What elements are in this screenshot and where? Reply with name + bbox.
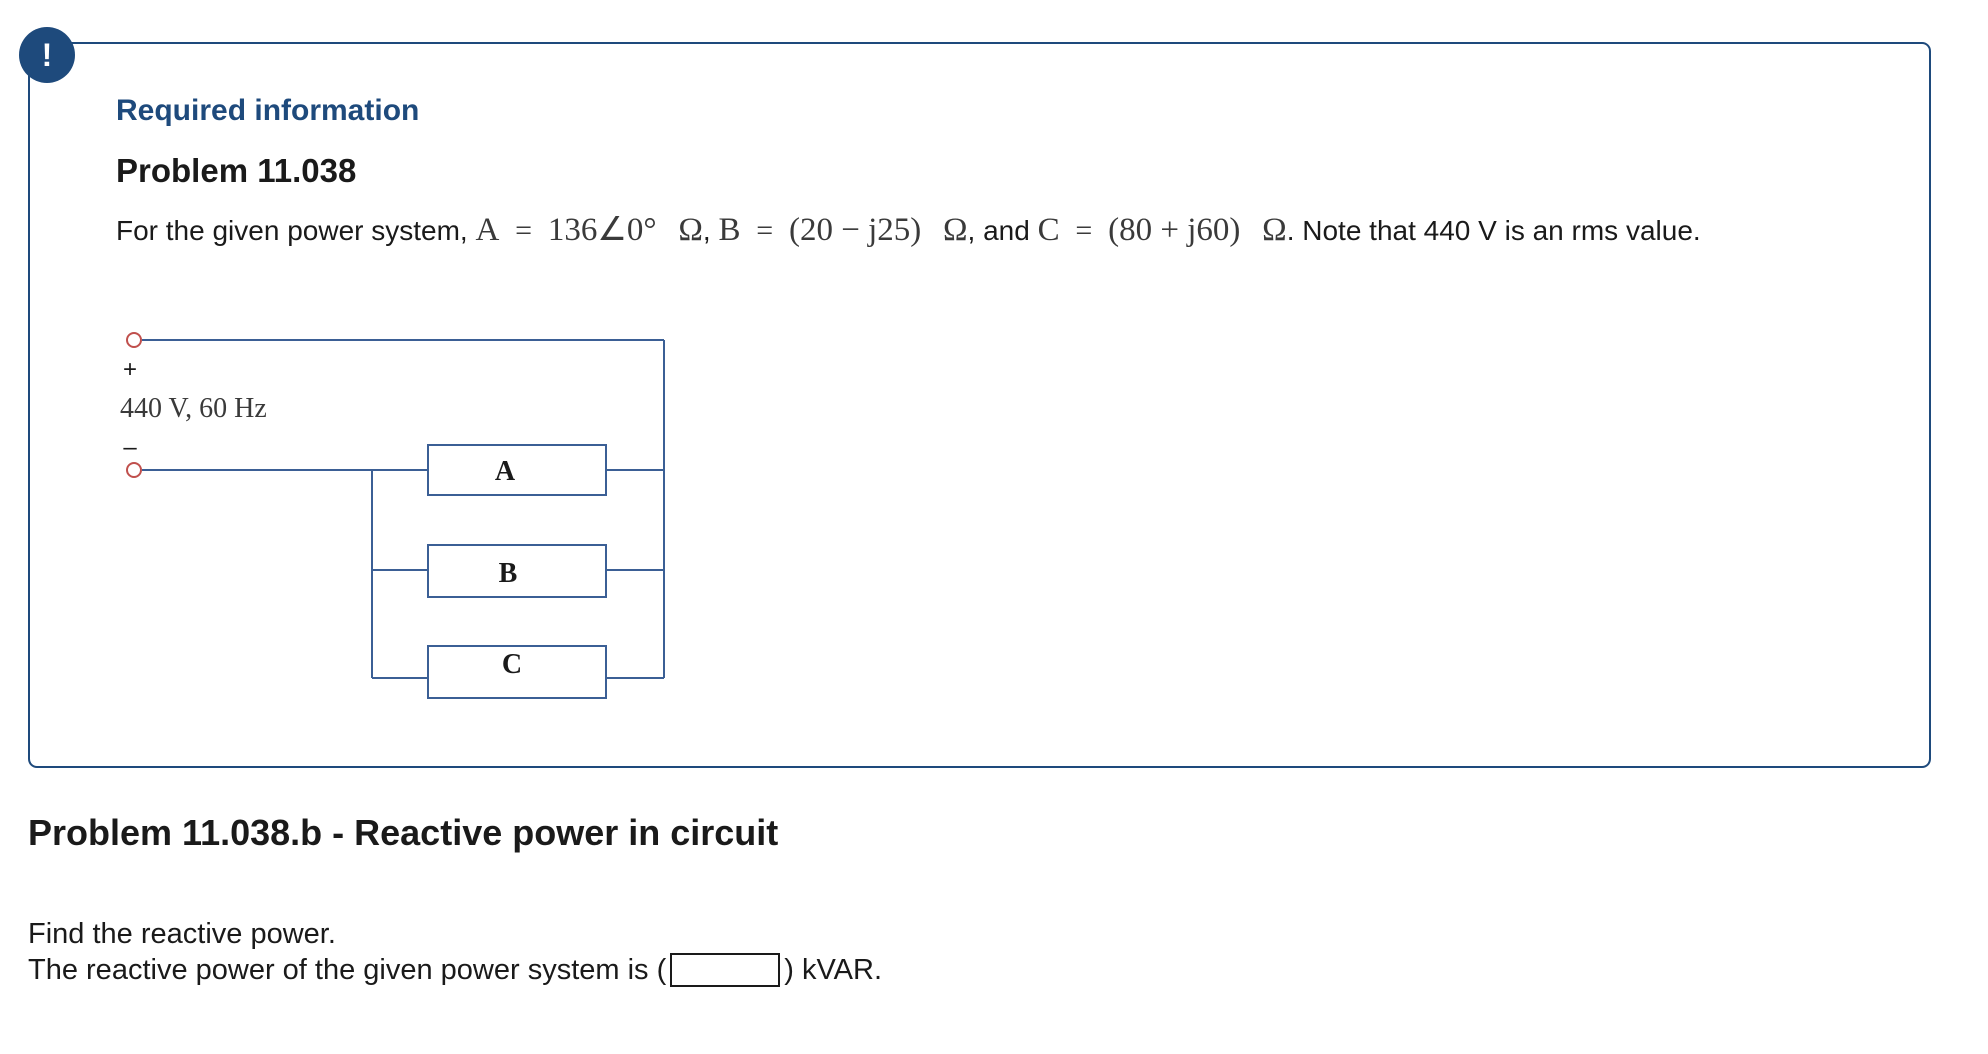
reactive-power-input[interactable]	[670, 953, 781, 987]
load-a-label: A	[495, 456, 516, 487]
load-c-box	[427, 645, 607, 699]
math-equals: =	[515, 214, 533, 247]
statement-ending: . Note that 440 V is an rms value.	[1286, 215, 1701, 246]
statement-comma: ,	[702, 215, 711, 246]
section-title: Problem 11.038.b - Reactive power in cir…	[28, 812, 779, 853]
question-prompt: Find the reactive power.	[28, 918, 336, 950]
alert-icon: !	[19, 27, 75, 83]
problem-statement: For the given power system, A = 136∠0° Ω…	[116, 212, 1856, 249]
load-a-box	[427, 444, 607, 496]
math-a-label: A	[475, 212, 500, 248]
load-b-box	[427, 544, 607, 598]
answer-line: The reactive power of the given power sy…	[28, 952, 882, 988]
terminal-bottom	[126, 462, 142, 478]
required-information-heading: Required information	[116, 94, 420, 127]
terminal-top	[126, 332, 142, 348]
math-c-label: C	[1037, 212, 1060, 248]
question-block: Find the reactive power. The reactive po…	[28, 916, 882, 988]
problem-title: Problem 11.038	[116, 152, 357, 189]
statement-intro: For the given power system,	[116, 215, 468, 246]
math-b-value: (20 − j25)	[788, 212, 922, 248]
polarity-plus: +	[123, 356, 137, 383]
statement-and: , and	[967, 215, 1030, 246]
math-b-label: B	[718, 212, 741, 248]
source-label: 440 V, 60 Hz	[120, 393, 267, 424]
math-ohm: Ω	[678, 212, 703, 248]
math-equals: =	[756, 214, 774, 247]
answer-prefix: The reactive power of the given power sy…	[28, 954, 667, 986]
math-c-value: (80 + j60)	[1108, 212, 1241, 248]
load-b-label: B	[499, 558, 518, 589]
required-information-panel	[28, 42, 1931, 768]
math-equals: =	[1075, 214, 1093, 247]
math-ohm: Ω	[1262, 212, 1287, 248]
alert-glyph: !	[41, 36, 53, 73]
math-ohm: Ω	[943, 212, 968, 248]
polarity-minus: –	[123, 434, 137, 461]
circuit-diagram: + 440 V, 60 Hz – A B C	[120, 332, 665, 699]
answer-suffix: ) kVAR.	[784, 954, 883, 986]
load-c-label: C	[502, 649, 522, 680]
math-a-value: 136∠0°	[547, 212, 657, 248]
